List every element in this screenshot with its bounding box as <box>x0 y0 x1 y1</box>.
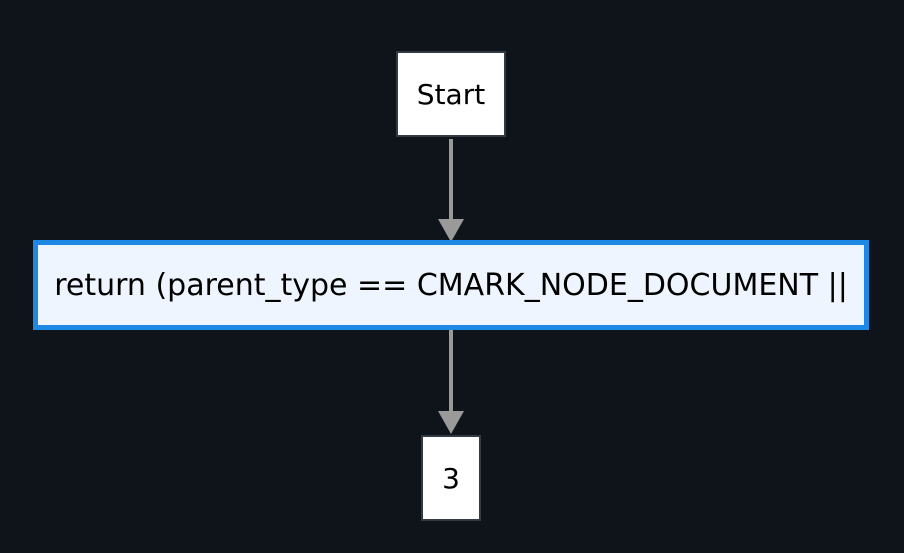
edge-start-to-return <box>438 139 464 242</box>
return-statement-label: return (parent_type == CMARK_NODE_DOCUME… <box>54 267 848 303</box>
arrowhead-icon <box>438 411 464 434</box>
start-node[interactable]: Start <box>396 51 506 137</box>
edge-return-to-end <box>438 330 464 434</box>
start-node-label: Start <box>416 77 486 111</box>
arrowhead-icon <box>438 219 464 242</box>
end-node[interactable]: 3 <box>421 435 481 521</box>
end-node-label: 3 <box>442 461 460 495</box>
return-statement-node[interactable]: return (parent_type == CMARK_NODE_DOCUME… <box>33 240 869 330</box>
